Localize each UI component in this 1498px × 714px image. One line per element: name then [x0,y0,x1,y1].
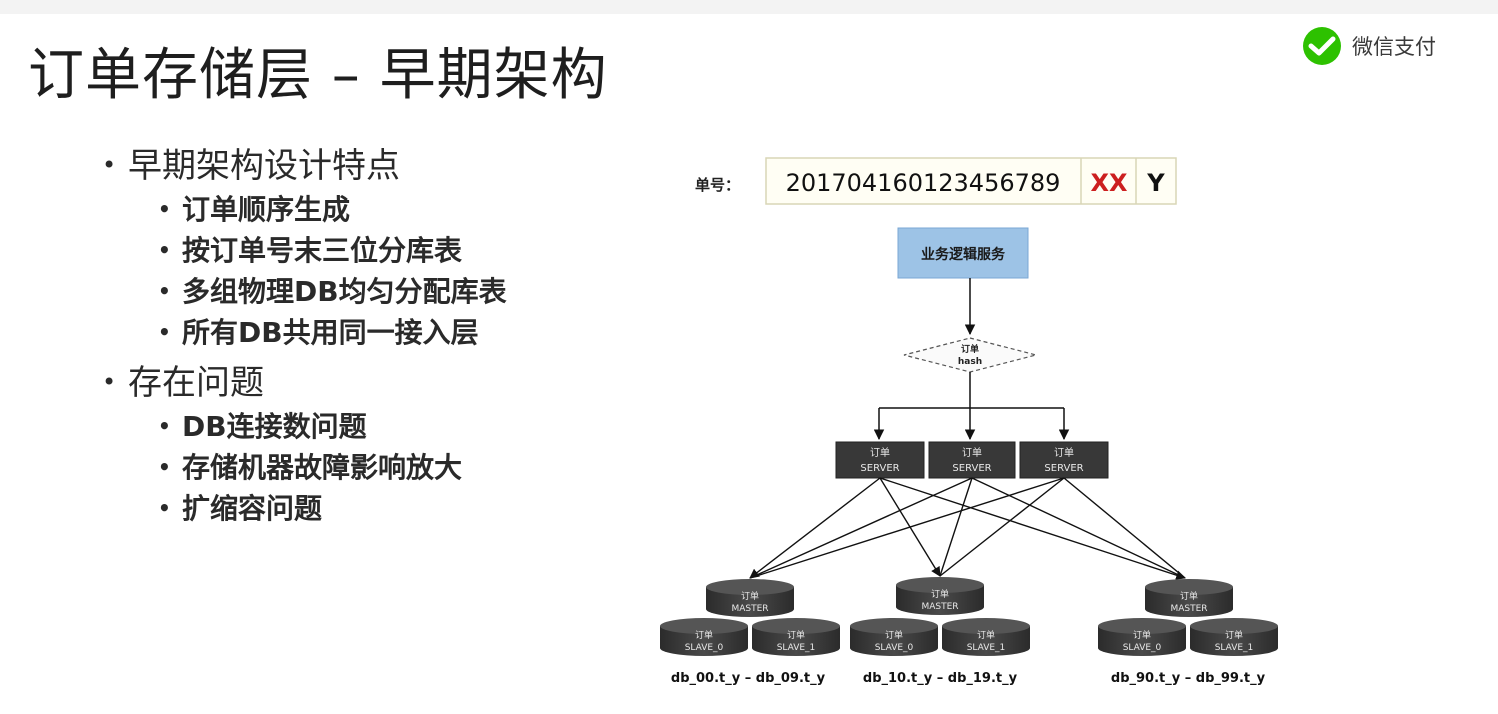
server-label: 订单 [962,447,982,459]
db-label: SLAVE_1 [777,643,816,653]
server-node: 订单 SERVER [835,441,925,479]
db-label: 订单 [741,590,759,602]
slave-db-icon: 订单 SLAVE_0 [660,618,748,656]
service-label: 业务逻辑服务 [921,246,1006,263]
server-node: 订单 SERVER [928,441,1016,479]
db-range-label: db_00.t_y – db_09.t_y [671,671,826,686]
db-label: MASTER [1170,604,1207,614]
list-item: 多组物理DB均匀分配库表 [102,271,662,312]
section-heading-design: 早期架构设计特点 [102,142,662,189]
business-logic-service [897,227,1029,279]
server-label: 订单 [1054,447,1074,459]
db-group: 订单 MASTER 订单 SLAVE_0 订单 SLAVE_1 db_00.t_… [660,579,840,686]
db-range-label: db_10.t_y – db_19.t_y [863,671,1018,686]
db-group: 订单 MASTER 订单 SLAVE_0 订单 SLAVE_1 db_10.t_… [850,577,1030,686]
db-label: MASTER [921,602,958,612]
master-db-icon: 订单 MASTER [896,577,984,615]
hash-to-servers [873,372,1070,441]
slave-db-icon: 订单 SLAVE_0 [1098,618,1186,656]
db-label: SLAVE_0 [875,643,914,653]
slave-db-icon: 订单 SLAVE_0 [850,618,938,656]
server-label: SERVER [1044,463,1083,474]
order-no-label: 单号： [695,176,740,194]
list-item: 订单顺序生成 [102,189,662,230]
order-no-box: 201704160123456789 XX Y [765,157,1177,205]
db-label: 订单 [695,629,713,641]
db-label: 订单 [885,629,903,641]
list-item: 存储机器故障影响放大 [102,447,662,488]
db-label: SLAVE_0 [685,643,724,653]
top-strip [0,0,1498,14]
list-item: DB连接数问题 [102,406,662,447]
db-label: 订单 [1133,629,1151,641]
list-item: 扩缩容问题 [102,488,662,529]
hash-label-2: hash [958,357,982,367]
db-label: MASTER [731,604,768,614]
list-item: 所有DB共用同一接入层 [102,312,662,353]
order-no-xx: XX [1090,169,1128,197]
order-no-digits: 201704160123456789 [786,169,1061,197]
db-label: SLAVE_0 [1123,643,1162,653]
server-node: 订单 SERVER [1019,441,1109,479]
bullet-list: 早期架构设计特点 订单顺序生成 按订单号末三位分库表 多组物理DB均匀分配库表 … [102,142,662,529]
db-label: SLAVE_1 [1215,643,1254,653]
db-range-label: db_90.t_y – db_99.t_y [1111,671,1266,686]
server-to-master-links [749,477,1186,580]
section-heading-problems: 存在问题 [102,359,662,406]
hash-label-1: 订单 [961,343,979,355]
server-label: SERVER [860,463,899,474]
slave-db-icon: 订单 SLAVE_1 [1190,618,1278,656]
wechat-pay-logo: 微信支付 [1302,26,1436,66]
db-label: 订单 [977,629,995,641]
brand-name: 微信支付 [1352,35,1436,59]
master-db-icon: 订单 MASTER [706,579,794,617]
server-label: SERVER [952,463,991,474]
architecture-diagram: 单号： 201704160123456789 XX Y 业务逻辑服务 订单 ha… [660,157,1278,686]
master-db-icon: 订单 MASTER [1145,579,1233,617]
db-label: 订单 [1180,590,1198,602]
wechat-pay-icon [1303,27,1341,65]
db-label: 订单 [787,629,805,641]
db-label: 订单 [931,588,949,600]
db-group: 订单 MASTER 订单 SLAVE_0 订单 SLAVE_1 db_90.t_… [1098,579,1278,686]
slide-title: 订单存储层 – 早期架构 [28,43,608,108]
slave-db-icon: 订单 SLAVE_1 [752,618,840,656]
slave-db-icon: 订单 SLAVE_1 [942,618,1030,656]
server-label: 订单 [870,447,890,459]
db-label: SLAVE_1 [967,643,1006,653]
list-item: 按订单号末三位分库表 [102,230,662,271]
db-label: 订单 [1225,629,1243,641]
order-no-y: Y [1146,169,1165,197]
